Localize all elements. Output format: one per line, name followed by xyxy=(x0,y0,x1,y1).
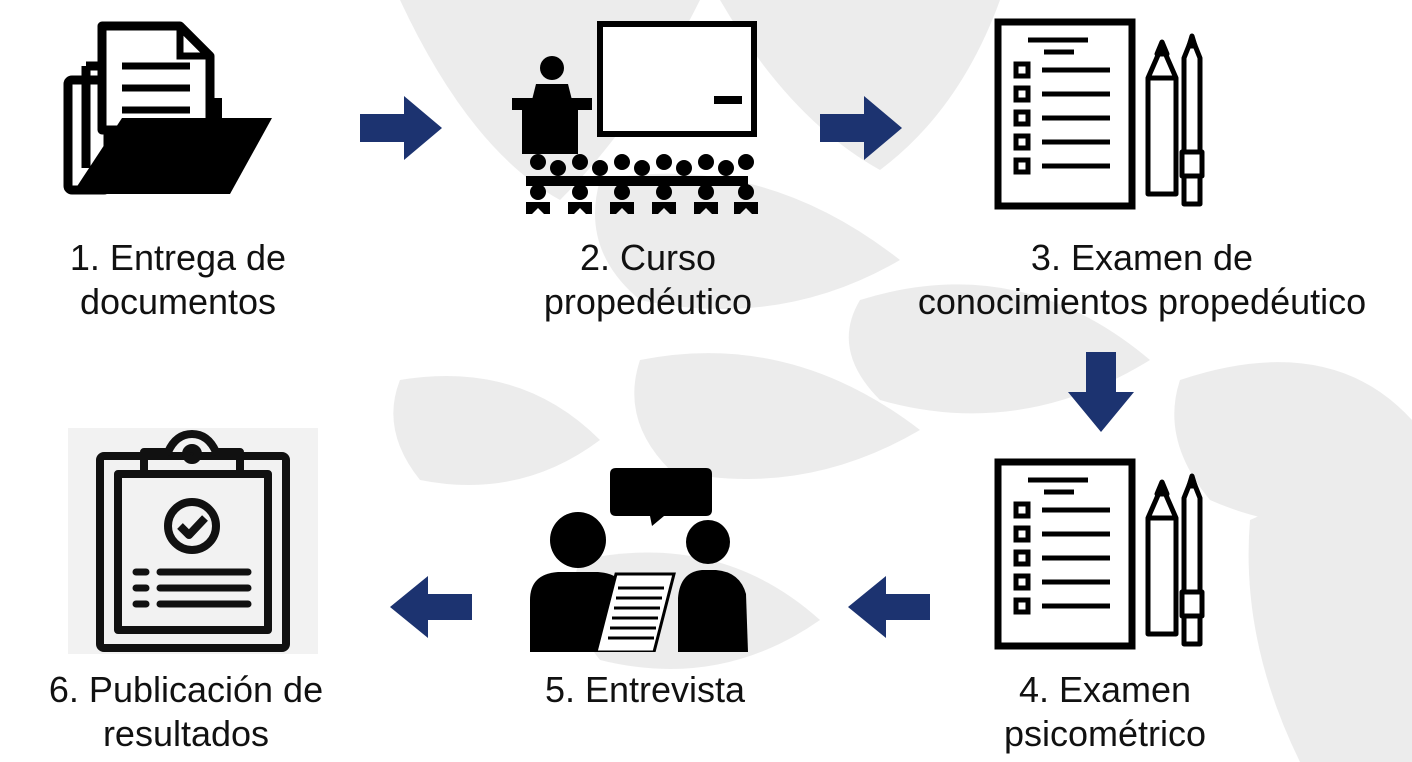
arrow-down-icon xyxy=(1068,352,1134,432)
step-5-label-line1: 5. Entrevista xyxy=(544,669,746,710)
step-3-label: 3. Examen de conocimientos propedéutico xyxy=(880,236,1404,324)
step-1-label: 1. Entrega de documentos xyxy=(28,236,328,324)
exam-checklist-pencils-icon xyxy=(994,458,1205,650)
exam-checklist-pencils-icon xyxy=(994,18,1205,210)
step-1-label-line1: 1. Entrega de xyxy=(69,237,287,278)
classroom-presentation-icon xyxy=(512,21,758,214)
clipboard-check-icon xyxy=(68,428,318,654)
step-2-label: 2. Curso propedéutico xyxy=(498,236,798,324)
step-4-label-line1: 4. Examen xyxy=(1018,669,1192,710)
arrow-left-icon xyxy=(390,576,472,638)
folder-documents-icon xyxy=(63,21,272,195)
step-4-label: 4. Examen psicométrico xyxy=(960,668,1250,756)
step-4-label-line2: psicométrico xyxy=(1003,713,1207,754)
interview-people-icon xyxy=(530,468,748,652)
step-1-label-line2: documentos xyxy=(79,281,277,322)
step-6-label: 6. Publicación de resultados xyxy=(16,668,356,756)
step-6-label-line1: 6. Publicación de xyxy=(48,669,324,710)
step-2-label-line1: 2. Curso xyxy=(579,237,717,278)
step-3-label-line1: 3. Examen de xyxy=(1030,237,1254,278)
step-3-label-line2: conocimientos propedéutico xyxy=(917,281,1367,322)
step-5-label: 5. Entrevista xyxy=(500,668,790,712)
step-6-label-line2: resultados xyxy=(102,713,270,754)
arrow-right-icon xyxy=(820,96,902,160)
step-2-label-line2: propedéutico xyxy=(543,281,753,322)
arrow-right-icon xyxy=(360,96,442,160)
arrow-left-icon xyxy=(848,576,930,638)
